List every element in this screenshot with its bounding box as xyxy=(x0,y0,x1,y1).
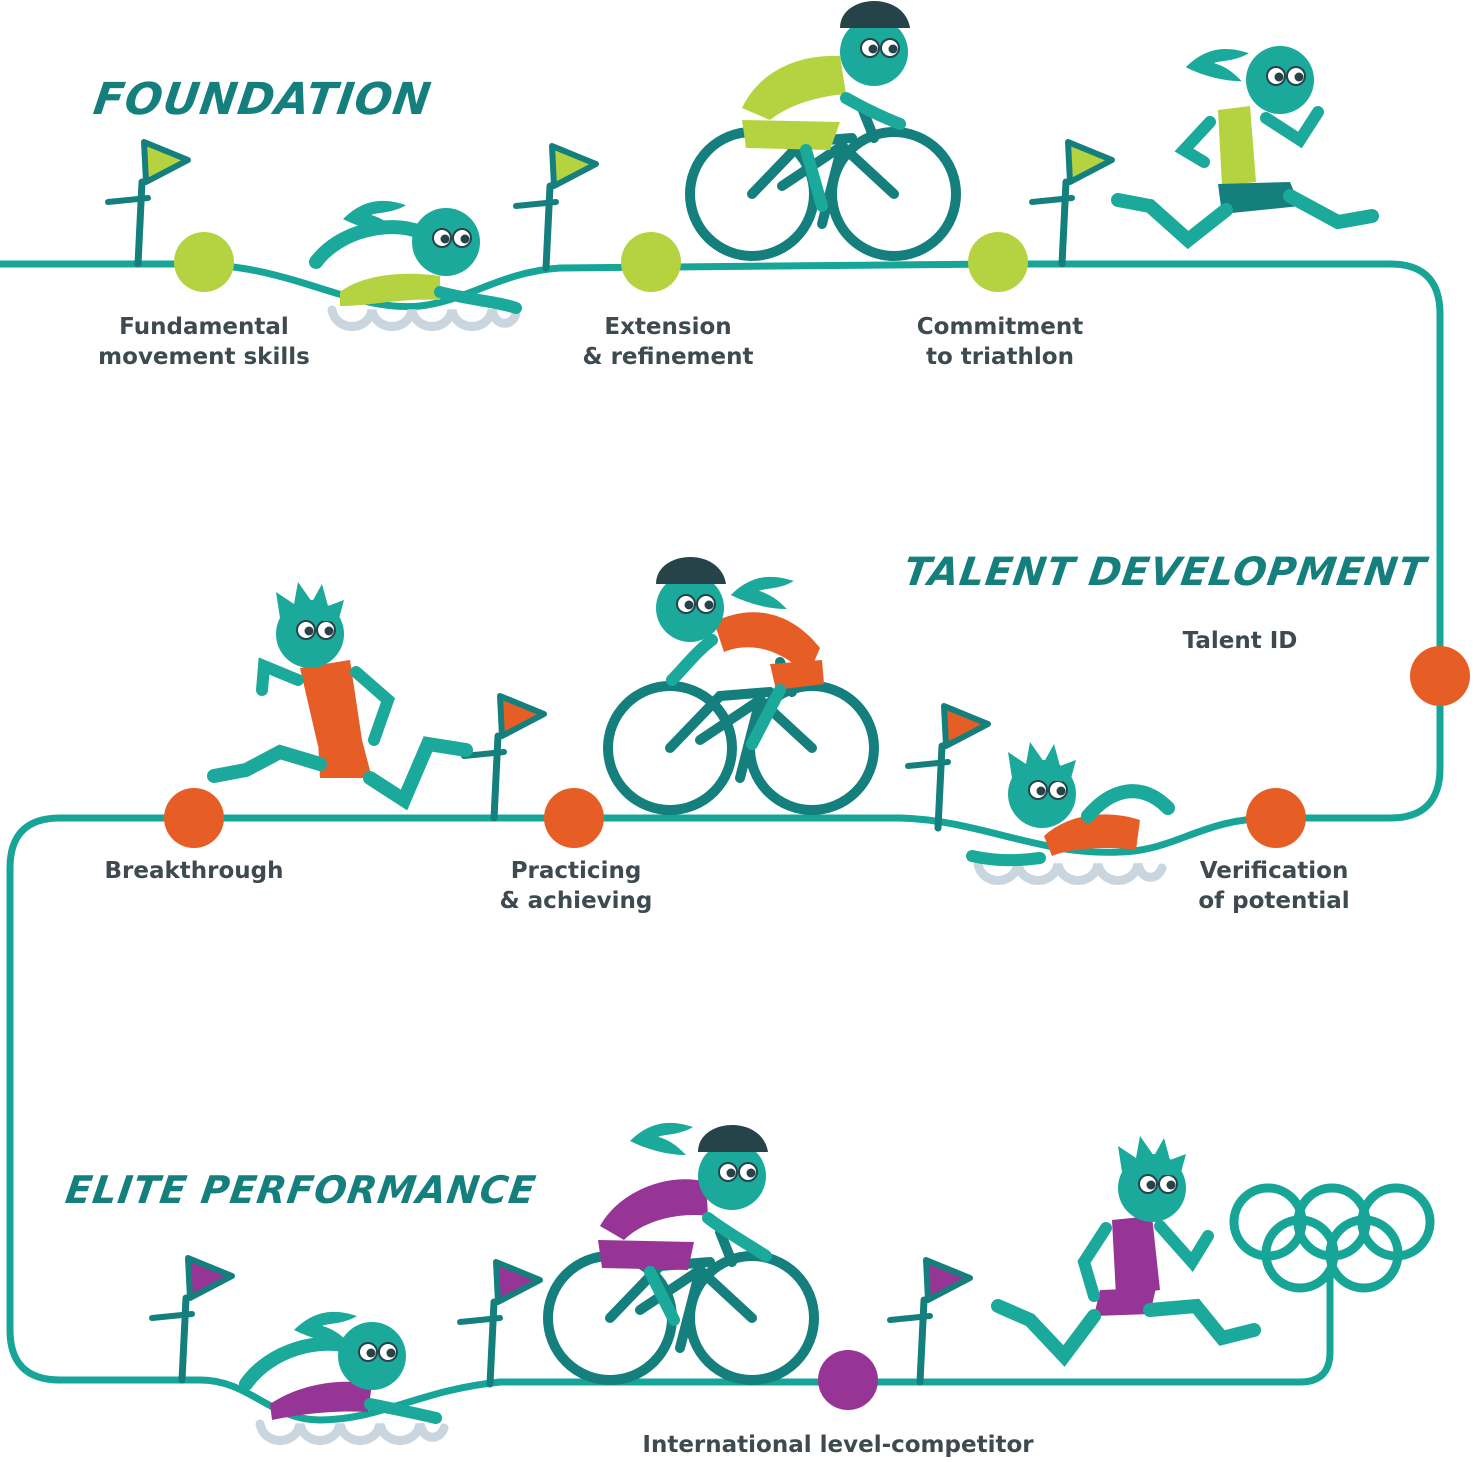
water-waves-icon xyxy=(978,864,1162,881)
runner-icon xyxy=(991,1136,1261,1367)
stage-label-commitment: Commitment to triathlon xyxy=(916,314,1084,370)
stage-marker-fundamental xyxy=(174,232,234,292)
flag-icon xyxy=(152,1258,232,1380)
stage-marker-breakthrough xyxy=(164,788,224,848)
stage-label-fundamental: Fundamental movement skills xyxy=(98,314,310,370)
runner-icon xyxy=(207,582,473,811)
stage-label-breakthrough: Breakthrough xyxy=(104,858,284,884)
stage-marker-international xyxy=(818,1350,878,1410)
stage-label-extension: Extension & refinement xyxy=(582,314,754,370)
flag-icon xyxy=(460,1262,540,1384)
water-waves-icon xyxy=(260,1424,444,1441)
flag-icon xyxy=(108,142,188,264)
olympic-rings-icon xyxy=(1229,1183,1435,1293)
flag-icon xyxy=(516,146,596,268)
swimmer-icon xyxy=(239,1311,444,1441)
stage-marker-talent-id xyxy=(1410,646,1470,706)
stage-marker-verification xyxy=(1246,788,1306,848)
phase-title-talent-development: TALENT DEVELOPMENT xyxy=(900,550,1429,595)
swimmer-icon xyxy=(966,742,1175,881)
phase-title-foundation: FOUNDATION xyxy=(90,74,435,125)
swimmer-icon xyxy=(309,200,522,327)
stage-marker-extension xyxy=(621,232,681,292)
stage-label-verification: Verification of potential xyxy=(1198,858,1350,914)
cyclist-icon xyxy=(548,1122,814,1380)
water-waves-icon xyxy=(332,310,516,327)
cyclist-icon xyxy=(690,0,956,256)
flag-icon xyxy=(908,706,988,828)
stage-marker-practicing xyxy=(544,788,604,848)
stage-label-practicing: Practicing & achieving xyxy=(499,858,653,914)
flag-icon xyxy=(1032,142,1112,264)
flag-icon xyxy=(890,1260,970,1382)
stage-marker-commitment xyxy=(968,232,1028,292)
flag-icon xyxy=(464,696,544,818)
stage-label-talent-id: Talent ID xyxy=(1182,628,1298,654)
phase-title-elite-performance: ELITE PERFORMANCE xyxy=(62,1168,539,1212)
stage-label-international: International level-competitor xyxy=(642,1432,1034,1458)
runner-icon xyxy=(1111,45,1379,250)
pathway-line xyxy=(0,260,1444,1424)
cyclist-icon xyxy=(608,556,874,810)
